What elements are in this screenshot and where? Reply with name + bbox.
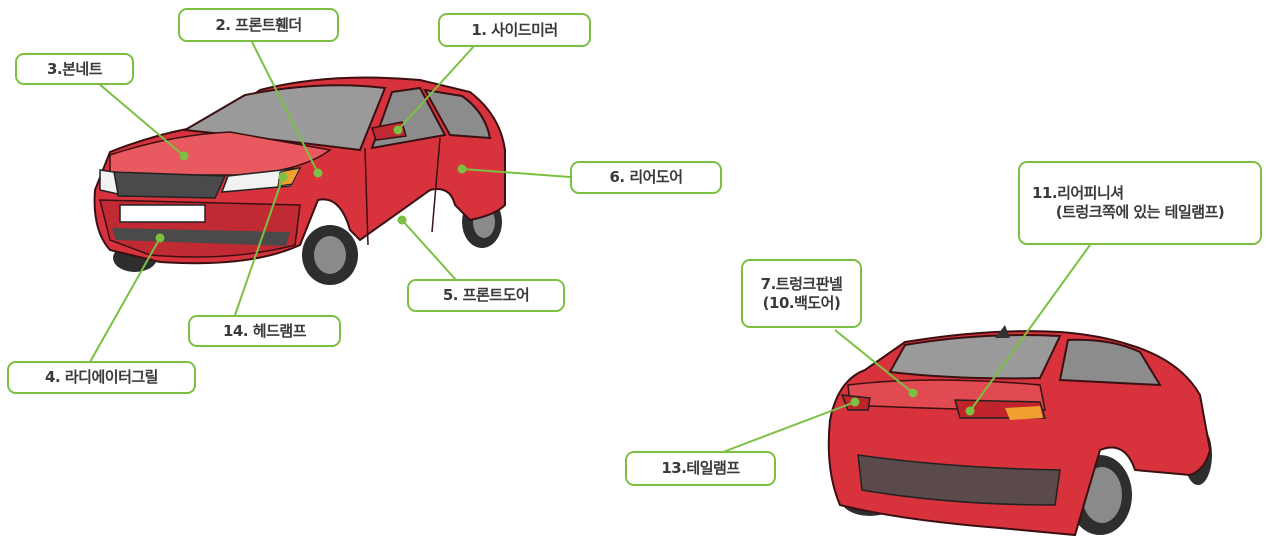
callout-text: 13.테일램프 (661, 459, 740, 477)
callout-front-fender: 2. 프론트휀더 (178, 8, 339, 42)
leader-trunk-panel (834, 329, 914, 394)
callout-front-door: 5. 프론트도어 (407, 279, 565, 312)
callout-rear-finisher: 11.리어피니셔 (트렁크쪽에 있는 테일램프) (1018, 161, 1262, 245)
callout-text: 2. 프론트휀더 (215, 15, 302, 34)
callout-rear-door: 6. 리어도어 (570, 161, 722, 194)
callout-text: 1. 사이드미러 (471, 20, 558, 39)
leader-tail-lamp (722, 401, 856, 453)
callout-text: 3.본네트 (46, 59, 103, 78)
leader-radiator-grille (89, 237, 161, 363)
leader-side-mirror (397, 44, 476, 131)
leader-rear-finisher (969, 244, 1091, 412)
callout-text: 14. 헤드램프 (223, 321, 307, 340)
callout-radiator-grille: 4. 라디에이터그릴 (7, 361, 196, 394)
callout-tail-lamp: 13.테일램프 (625, 451, 776, 486)
callout-line1: 7.트렁크판넬 (760, 274, 843, 293)
leader-headlamp (234, 176, 284, 316)
leader-bonnet (97, 82, 185, 157)
callout-line2: (10.백도어) (762, 293, 841, 312)
callout-trunk-panel: 7.트렁크판넬 (10.백도어) (741, 259, 862, 328)
callout-text: 5. 프론트도어 (442, 286, 530, 304)
leader-front-fender (251, 41, 319, 174)
callout-side-mirror: 1. 사이드미러 (438, 13, 591, 47)
callout-bonnet: 3.본네트 (15, 53, 134, 85)
callout-headlamp: 14. 헤드램프 (188, 315, 341, 347)
callout-text: 6. 리어도어 (609, 168, 683, 186)
callout-line2: (트렁크쪽에 있는 테일램프) (1055, 203, 1225, 221)
leader-front-door (401, 219, 457, 281)
rear-car-illustration (827, 325, 1212, 537)
callout-line1: 11.리어피니셔 (1032, 184, 1124, 202)
callout-text: 4. 라디에이터그릴 (45, 368, 158, 386)
leader-rear-door (461, 168, 571, 178)
